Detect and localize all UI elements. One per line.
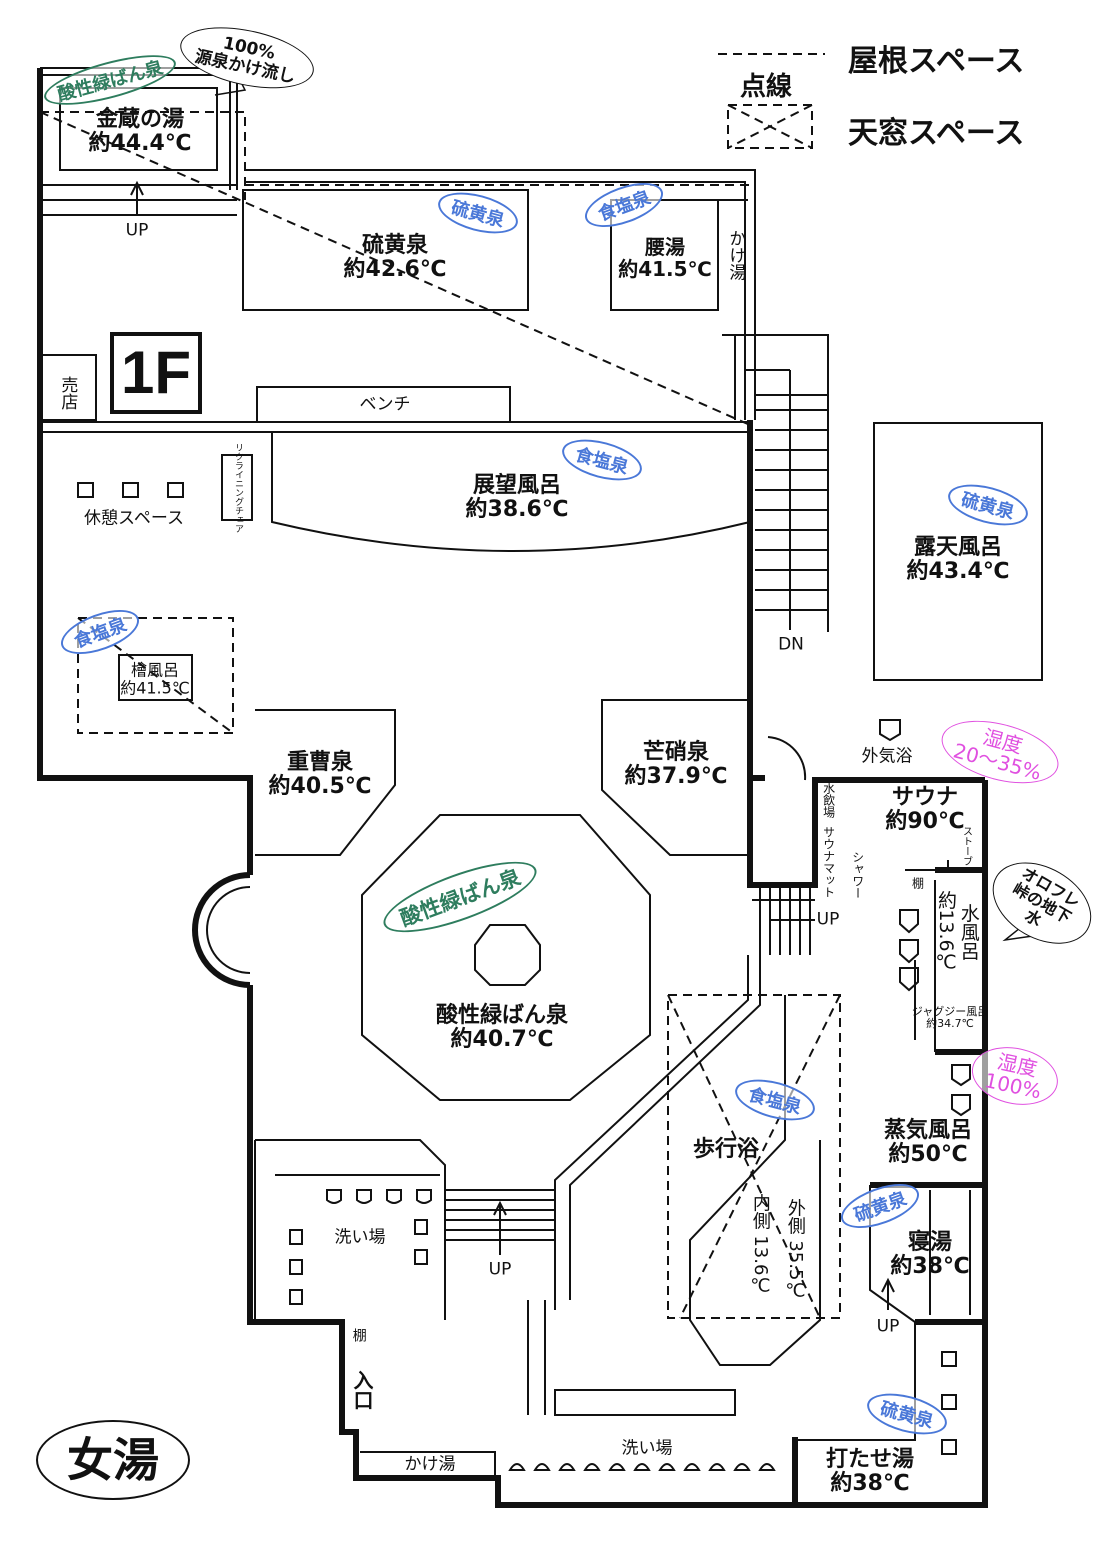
kakeyu-bottom: かけ湯 [404, 1454, 456, 1475]
room-neyu: 寝湯約38℃ [890, 1229, 970, 1279]
hokou-inner: 内側 13.6℃ [749, 1193, 771, 1297]
washing-area-1: 洗い場 [334, 1227, 386, 1248]
water-fountain: 水飲場 [821, 782, 836, 818]
room-mizuburo: 水風呂約13.6℃ [935, 890, 980, 974]
room-kanakura: 金蔵の湯約44.4℃ [88, 106, 192, 156]
stairs-up-3[interactable]: UP [488, 1259, 512, 1280]
room-tenbou: 展望風呂約38.6℃ [465, 472, 569, 522]
room-hokou: 歩行浴 [692, 1136, 760, 1162]
section-label: 女湯 [36, 1420, 190, 1500]
legend-skylight-space: 天窓スペース [848, 116, 1025, 151]
shelf-entrance: 棚 [350, 1328, 367, 1342]
shelf-sauna: 棚 [911, 876, 925, 891]
room-koshiyu: 腰湯約41.5℃ [618, 235, 712, 281]
floor-label: 1F [110, 332, 202, 414]
shower: シャワー [850, 851, 865, 899]
room-sansei: 酸性緑ばん泉約40.7℃ [435, 1002, 569, 1052]
room-jacuzzi: ジャグジー風呂約34.7℃ [911, 1004, 989, 1030]
room-sauna: サウナ約90℃ [885, 784, 965, 834]
stairs-up-4[interactable]: UP [876, 1316, 900, 1337]
legend-title: 点線 [740, 72, 793, 102]
bench: ベンチ [359, 394, 411, 415]
rest-space: 休憩スペース [84, 508, 184, 529]
room-iou: 硫黄泉約42.6℃ [343, 232, 447, 282]
stove: ストーブ [960, 826, 972, 866]
room-jouki: 蒸気風呂約50℃ [883, 1117, 973, 1167]
outdoor-rest: 外気浴 [861, 746, 913, 767]
room-hinoki: 檜風呂約41.5℃ [120, 660, 190, 697]
stairs-up-2[interactable]: UP [816, 909, 840, 930]
entrance[interactable]: 入口 [350, 1370, 374, 1410]
room-utase: 打たせ湯約38℃ [825, 1446, 915, 1496]
stairs-up-1[interactable]: UP [125, 220, 149, 241]
stairs-down[interactable]: DN [778, 634, 804, 655]
washing-area-2: 洗い場 [621, 1438, 673, 1459]
room-boushou: 芒硝泉約37.9℃ [624, 739, 728, 789]
recliner-chair: リクライニングチェア [232, 443, 243, 533]
shop: 売店 [57, 376, 78, 410]
hokou-outer: 外側 35.5℃ [784, 1198, 806, 1302]
room-rotenburo: 露天風呂約43.4℃ [906, 534, 1010, 584]
room-jusou: 重曹泉約40.5℃ [268, 749, 372, 799]
sauna-mat: サウナマット [821, 826, 836, 898]
room-kakeyu-top: かけ湯 [725, 229, 746, 281]
legend-roof-space: 屋根スペース [848, 44, 1025, 79]
